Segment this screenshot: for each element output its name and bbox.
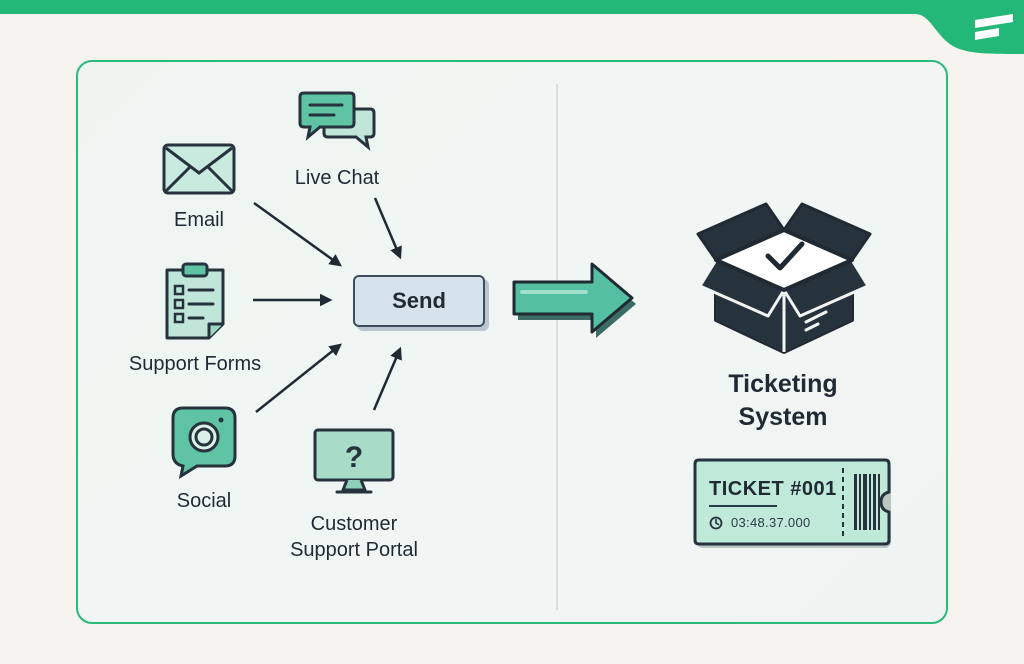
arrow-live-chat-to-send: [373, 197, 402, 260]
chat-bubbles-icon: [298, 91, 376, 151]
ticket-card: [693, 458, 891, 548]
arrow-email-to-send: [253, 201, 343, 267]
ticketing-title-line1: Ticketing: [728, 370, 838, 398]
social-camera-icon: [171, 406, 237, 480]
ticket-timestamp: 03:48.37.000: [731, 515, 811, 530]
source-label-live-chat: Live Chat: [294, 167, 380, 189]
source-label-portal-line1: Customer: [310, 513, 398, 535]
monitor-question-icon: ?: [313, 428, 395, 494]
send-button[interactable]: Send: [353, 275, 485, 327]
barcode-icon: [854, 474, 880, 530]
big-flow-arrow: [512, 262, 636, 338]
arrow-social-to-send: [255, 343, 342, 413]
envelope-icon: [162, 143, 236, 195]
section-divider: [556, 84, 558, 610]
source-label-email: Email: [173, 209, 224, 231]
ticket-underline: [709, 505, 777, 507]
clipboard-form-icon: [165, 262, 225, 340]
arrow-portal-to-send: [372, 346, 402, 411]
open-box-icon: [696, 202, 872, 354]
logo-mark-top: [975, 14, 1013, 28]
ticketing-system-title: Ticketing System: [695, 368, 871, 434]
logo-mark-bottom: [975, 28, 999, 40]
top-accent-bar: [0, 0, 1024, 14]
source-label-support-forms: Support Forms: [128, 353, 262, 375]
brand-logo: [905, 0, 1024, 54]
svg-text:?: ?: [345, 441, 363, 474]
ticketing-title-line2: System: [738, 403, 828, 431]
clock-icon: [709, 516, 723, 530]
ticket-number: TICKET #001: [709, 478, 837, 500]
source-label-social: Social: [176, 490, 232, 512]
source-label-portal-line2: Support Portal: [290, 539, 418, 561]
